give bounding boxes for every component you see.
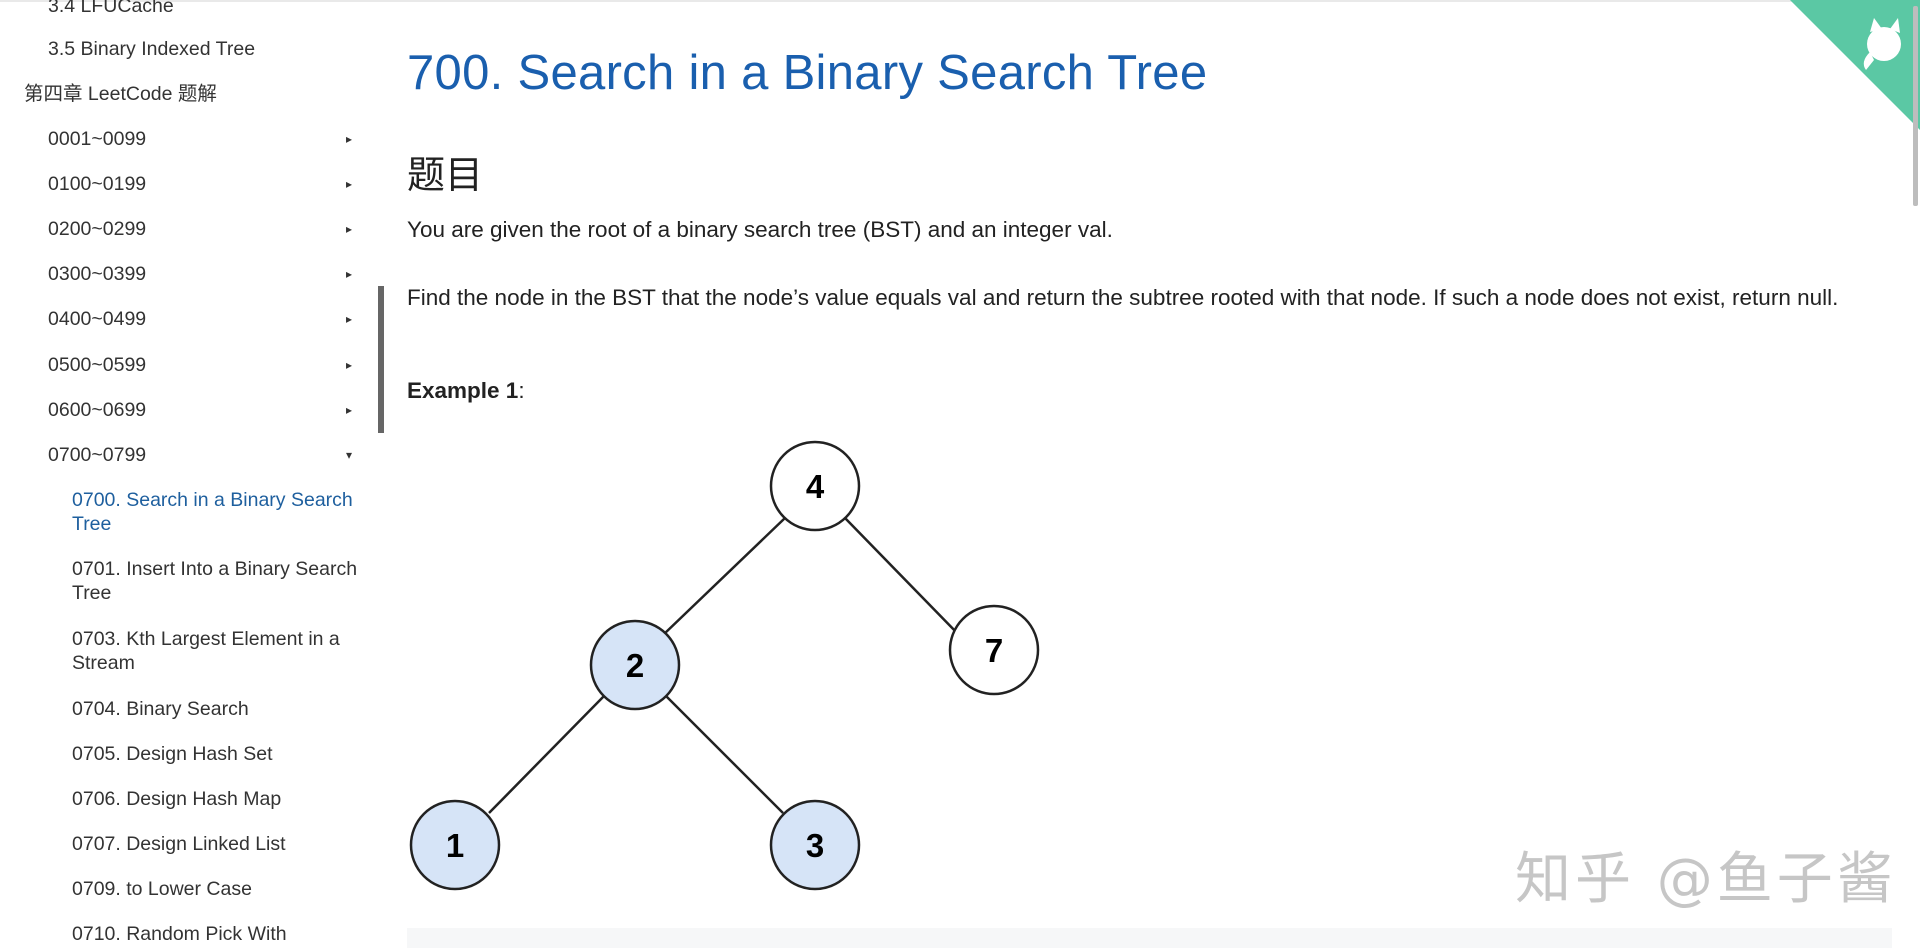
sidebar-item-label: 0707. Design Linked List xyxy=(72,833,286,855)
sidebar-item-label: 0700~0799 xyxy=(48,444,147,466)
sidebar-item-label: 0001~0099 xyxy=(48,128,147,150)
caret-right-icon[interactable]: ▸ xyxy=(346,312,353,326)
sidebar-item-label: 0400~0499 xyxy=(48,308,147,330)
tree-node-2: 2 xyxy=(589,619,681,711)
edge-2-3 xyxy=(664,694,784,814)
main-content: 700. Search in a Binary Search Tree 题目 Y… xyxy=(407,0,1892,948)
caret-right-icon[interactable]: ▸ xyxy=(346,267,353,281)
sidebar-item-label: 0100~0199 xyxy=(48,173,147,195)
page-scrollbar[interactable] xyxy=(1913,6,1918,206)
sidebar-item-label: 0705. Design Hash Set xyxy=(72,743,273,765)
sidebar-item-label: 0706. Design Hash Map xyxy=(72,788,282,810)
sidebar-item-label: 0703. Kth Largest Element in a Stream xyxy=(72,628,340,674)
section-heading: 题目 xyxy=(407,155,484,197)
example-colon: : xyxy=(518,378,525,403)
sidebar-toc: 3.4 LFUCache 3.5 Binary Indexed Tree 第四章… xyxy=(0,0,365,948)
caret-right-icon[interactable]: ▸ xyxy=(346,132,353,146)
edge-4-7 xyxy=(844,517,961,637)
tree-node-label: 1 xyxy=(446,827,464,864)
tree-node-4: 4 xyxy=(769,440,861,532)
caret-right-icon[interactable]: ▸ xyxy=(346,177,353,191)
caret-down-icon[interactable]: ▾ xyxy=(346,448,353,462)
watermark: 知乎 @鱼子酱 xyxy=(1515,847,1897,912)
sidebar-scrollbar[interactable] xyxy=(378,286,384,433)
page-title: 700. Search in a Binary Search Tree xyxy=(407,46,1208,100)
problem-description-2: Find the node in the BST that the node’s… xyxy=(407,285,1839,310)
sidebar-item-label: 3.5 Binary Indexed Tree xyxy=(48,38,256,60)
tree-node-3: 3 xyxy=(769,799,861,891)
sidebar-item-label: 3.4 LFUCache xyxy=(48,0,174,17)
edge-2-1 xyxy=(488,694,606,814)
sidebar-item-label: 0710. Random Pick With xyxy=(72,923,287,945)
github-corner-icon[interactable] xyxy=(1790,0,1920,130)
tree-node-label: 4 xyxy=(806,468,825,505)
bst-diagram: 4 2 7 1 3 xyxy=(409,440,1040,891)
caret-right-icon[interactable]: ▸ xyxy=(346,358,353,372)
caret-right-icon[interactable]: ▸ xyxy=(346,403,353,417)
example-label-text: Example 1 xyxy=(407,378,519,403)
top-border xyxy=(0,0,1920,2)
tree-node-label: 3 xyxy=(806,827,824,864)
tree-node-1: 1 xyxy=(409,799,501,891)
sidebar-item-label: 0700. Search in a Binary Search Tree xyxy=(72,489,353,535)
sidebar-item-label: 0300~0399 xyxy=(48,263,147,285)
sidebar-item-label: 0704. Binary Search xyxy=(72,698,249,720)
caret-right-icon[interactable]: ▸ xyxy=(346,222,353,236)
tree-node-7: 7 xyxy=(948,604,1040,696)
edge-4-2 xyxy=(662,517,786,636)
problem-description: You are given the root of a binary searc… xyxy=(407,217,1113,242)
sidebar-item-label: 0701. Insert Into a Binary Search Tree xyxy=(72,558,358,604)
code-block xyxy=(407,928,1892,948)
tree-node-label: 7 xyxy=(985,632,1003,669)
sidebar-item-label: 0709. to Lower Case xyxy=(72,878,252,900)
sidebar-item-label: 第四章 LeetCode 题解 xyxy=(24,83,217,105)
sidebar-item-label: 0200~0299 xyxy=(48,218,147,240)
sidebar-item-label: 0500~0599 xyxy=(48,354,147,376)
tree-node-label: 2 xyxy=(626,647,644,684)
sidebar-item-label: 0600~0699 xyxy=(48,399,147,421)
example-label: Example 1: xyxy=(407,378,525,404)
